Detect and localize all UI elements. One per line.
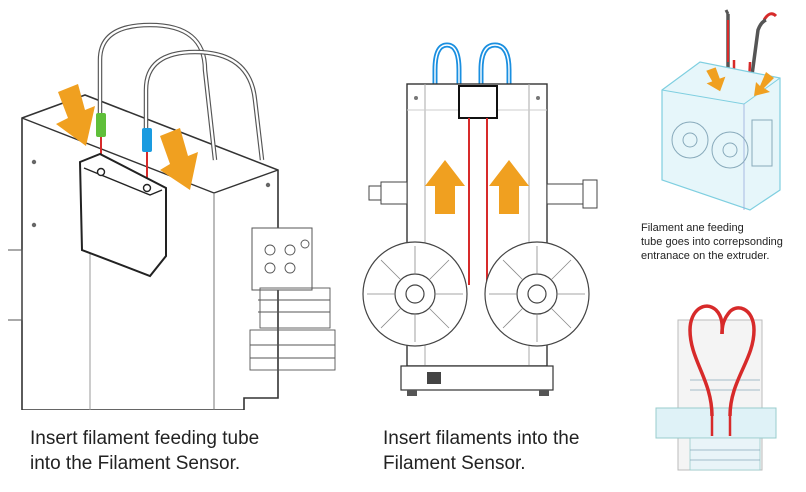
extruder-note-line: tube goes into correpsonding (641, 236, 783, 248)
step2-caption: Insert filaments into the Filament Senso… (383, 426, 579, 476)
step1-caption-line: into the Filament Sensor. (30, 453, 241, 474)
step1-illustration (0, 0, 340, 410)
extruder-note: Filament ane feeding tube goes into corr… (641, 221, 783, 263)
extruder-note-line: Filament ane feeding (641, 222, 744, 234)
step1-caption-line: Insert filament feeding tube (30, 428, 260, 449)
extruder-note-line: entranace on the extruder. (641, 250, 770, 262)
extruder-illustration (640, 0, 806, 215)
step2-caption-line: Filament Sensor. (383, 453, 526, 474)
step2-illustration (355, 0, 620, 410)
step1-caption: Insert filament feeding tube into the Fi… (30, 426, 259, 476)
step2-caption-line: Insert filaments into the (383, 428, 580, 449)
extruder-front-illustration (650, 290, 806, 492)
